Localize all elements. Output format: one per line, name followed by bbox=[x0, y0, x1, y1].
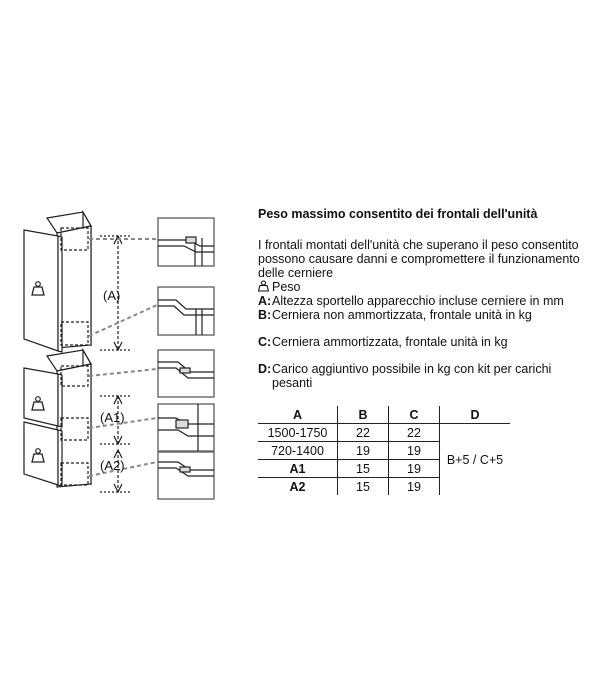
table-header-row: A B C D bbox=[258, 406, 510, 424]
legend-item-weight: Peso bbox=[258, 280, 588, 294]
single-door-appliance bbox=[23, 209, 130, 353]
table-row: A1 15 19 bbox=[258, 459, 510, 478]
hinge-detail-1 bbox=[157, 217, 215, 267]
legend-item-b: B: Cerniera non ammortizzata, frontale u… bbox=[258, 308, 532, 322]
dimension-label-a1: (A1) bbox=[100, 410, 125, 425]
weight-icon bbox=[31, 396, 45, 411]
section-title: Peso massimo consentito dei frontali del… bbox=[258, 207, 538, 221]
hinge-detail-4 bbox=[157, 403, 215, 452]
hinge-detail-5 bbox=[157, 451, 215, 500]
dimension-label-a2: (A2) bbox=[100, 458, 125, 473]
legend-item-d: D: Carico aggiuntivo possibile in kg con… bbox=[258, 362, 552, 390]
legend-item-a: A: Altezza sportello apparecchio incluse… bbox=[258, 294, 564, 308]
d-value: B+5 / C+5 bbox=[439, 423, 510, 495]
weight-icon bbox=[31, 448, 45, 463]
table-row: 1500-1750 22 22 B+5 / C+5 bbox=[258, 423, 510, 495]
header-a: A bbox=[258, 406, 338, 424]
weight-table: A B C D 1500-1750 22 22 B+5 / C+5 720-14… bbox=[258, 406, 510, 495]
header-c: C bbox=[388, 406, 440, 424]
table-row: 720-1400 19 19 bbox=[258, 441, 510, 460]
legend: Peso A: Altezza sportello apparecchio in… bbox=[258, 280, 588, 390]
info-panel: Peso massimo consentito dei frontali del… bbox=[258, 207, 588, 390]
table-row: A2 15 19 bbox=[258, 477, 510, 495]
description-text: I frontali montati dell'unità che supera… bbox=[258, 238, 580, 280]
installation-diagram: (A) (A1) (A2) bbox=[23, 209, 215, 500]
hinge-detail-2 bbox=[157, 286, 215, 336]
dimension-label-a: (A) bbox=[103, 288, 120, 303]
hinge-detail-3 bbox=[157, 349, 215, 398]
header-b: B bbox=[337, 406, 389, 424]
weight-icon bbox=[31, 281, 45, 296]
double-door-appliance bbox=[23, 347, 130, 494]
header-d: D bbox=[439, 406, 510, 424]
legend-item-c: C: Cerniera ammortizzata, frontale unità… bbox=[258, 335, 508, 349]
weight-icon bbox=[258, 280, 272, 292]
